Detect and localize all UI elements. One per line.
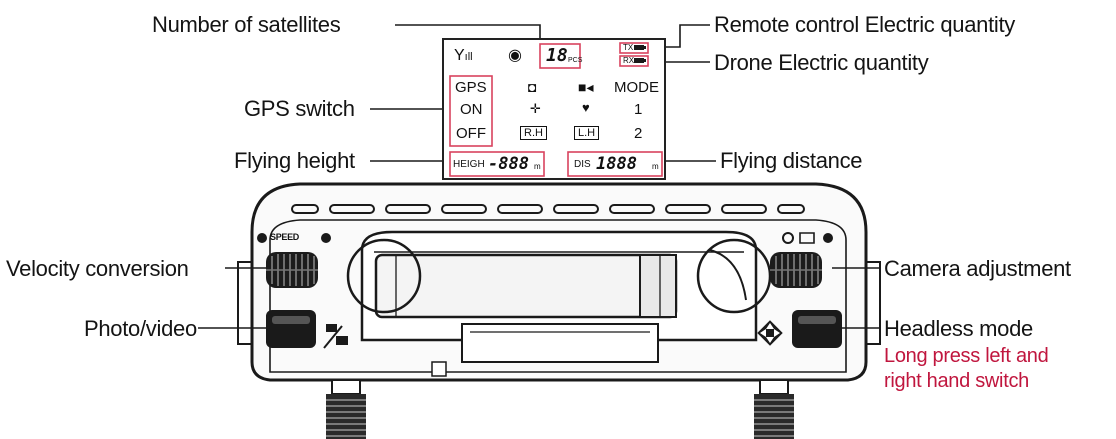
callout-drone-electric-quantity: Drone Electric quantity bbox=[714, 50, 929, 75]
rx-label: RX bbox=[623, 56, 635, 65]
video-icon: ■◂ bbox=[578, 79, 594, 95]
gps-label: GPS bbox=[455, 79, 487, 96]
camera-small-icon bbox=[799, 232, 815, 244]
callout-headless-mode: Headless mode bbox=[884, 316, 1033, 341]
right-stick bbox=[754, 379, 794, 439]
headless-mode-icon bbox=[757, 320, 783, 346]
photo-video-icon bbox=[323, 324, 348, 349]
crosshair-icon: ✛ bbox=[530, 101, 541, 116]
distance-unit: m bbox=[652, 162, 659, 171]
callout-remote-control-electric-quantity: Remote control Electric quantity bbox=[714, 12, 1015, 37]
gps-off: OFF bbox=[456, 125, 486, 142]
height-unit: m bbox=[534, 162, 541, 171]
distance-value: 1888 bbox=[596, 154, 637, 174]
height-label: HEIGH bbox=[453, 159, 485, 170]
callout-flying-distance: Flying distance bbox=[720, 148, 863, 173]
gps-on: ON bbox=[460, 101, 483, 118]
velocity-dial bbox=[266, 252, 318, 288]
callout-velocity-conversion: Velocity conversion bbox=[6, 256, 189, 281]
headless-note-line1: Long press left and bbox=[884, 345, 1049, 367]
satellite-count: 18 bbox=[546, 45, 568, 66]
mode-label: MODE bbox=[614, 79, 659, 96]
callout-flying-height: Flying height bbox=[234, 148, 355, 173]
tx-label: TX bbox=[623, 43, 634, 52]
speed-label: SPEED bbox=[270, 232, 300, 242]
camera-dial bbox=[770, 252, 822, 288]
callout-number-of-satellites: Number of satellites bbox=[152, 12, 341, 37]
vent-slots bbox=[291, 204, 805, 214]
photo-icon: ◘ bbox=[528, 79, 537, 95]
camera-tilt-down-icon bbox=[823, 233, 833, 243]
distance-label: DIS bbox=[574, 159, 591, 170]
mode-1: 1 bbox=[634, 101, 643, 118]
battery-icons bbox=[634, 45, 646, 63]
callout-gps-switch: GPS switch bbox=[244, 96, 355, 121]
headless-note-line2: right hand switch bbox=[884, 370, 1029, 392]
slow-icon bbox=[257, 233, 267, 243]
callout-camera-adjustment: Camera adjustment bbox=[884, 256, 1071, 281]
left-hand-indicator: L.H bbox=[574, 126, 600, 140]
photo-video-button bbox=[266, 310, 316, 348]
lcd-highlight-boxes bbox=[449, 42, 663, 177]
right-hand-indicator: R.H bbox=[520, 126, 547, 140]
signal-icon: Yıll bbox=[454, 47, 473, 64]
height-value: -888 bbox=[488, 154, 529, 174]
fast-icon bbox=[321, 233, 331, 243]
satellite-unit: PCS bbox=[568, 57, 583, 64]
mode-2: 2 bbox=[634, 125, 643, 142]
gps-fix-icon: ◉ bbox=[508, 47, 522, 64]
callout-photo-video: Photo/video bbox=[84, 316, 197, 341]
camera-tilt-up-icon bbox=[782, 232, 794, 244]
left-stick bbox=[326, 379, 366, 439]
lcd-screen: Yıll ◉ 18 PCS TX RX GPS ◘ ■◂ MODE ON ✛ ♥… bbox=[442, 38, 666, 180]
location-pin-icon: ♥ bbox=[582, 100, 590, 115]
headless-button bbox=[792, 310, 842, 348]
